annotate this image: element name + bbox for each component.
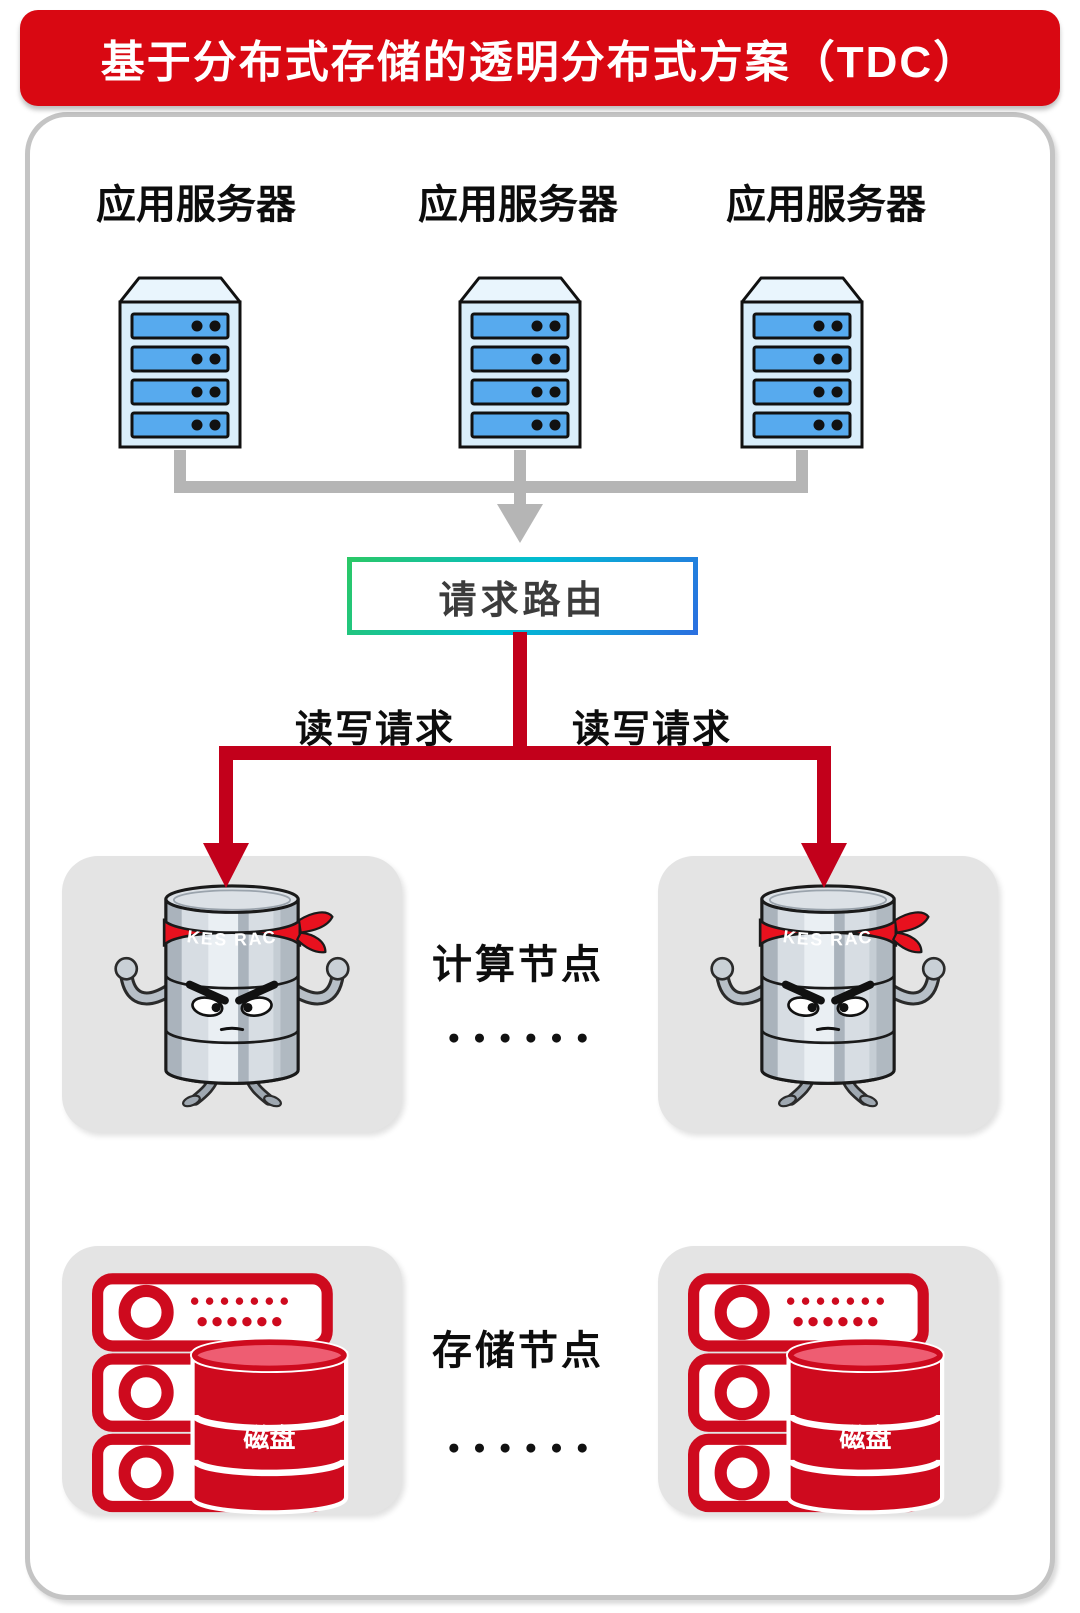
storage-rack-icon-1 bbox=[92, 1273, 372, 1516]
rw-request-label-right: 读写请求 bbox=[571, 709, 732, 751]
app-server-label-3: 应用服务器 bbox=[726, 183, 926, 227]
request-router-label: 请求路由 bbox=[438, 579, 607, 622]
kes-rac-mascot-icon-1 bbox=[91, 862, 373, 1109]
storage-node-1 bbox=[62, 1246, 402, 1514]
app-server-icon-1 bbox=[118, 274, 242, 450]
app-server-icon-3 bbox=[740, 274, 864, 450]
storage-rack-icon-2 bbox=[688, 1273, 968, 1516]
compute-node-2 bbox=[658, 856, 998, 1132]
rw-request-label-left: 读写请求 bbox=[294, 709, 455, 751]
title-banner: 基于分布式存储的透明分布式方案（TDC） bbox=[20, 10, 1060, 106]
app-server-icon-2 bbox=[458, 274, 582, 450]
compute-nodes-label: 计算节点 bbox=[432, 943, 604, 987]
storage-ellipsis: ●●●●●● bbox=[447, 1436, 602, 1459]
app-server-label-1: 应用服务器 bbox=[96, 183, 296, 227]
kes-rac-mascot-icon-2 bbox=[687, 862, 969, 1109]
storage-node-2 bbox=[658, 1246, 998, 1514]
storage-nodes-label: 存储节点 bbox=[432, 1329, 604, 1373]
compute-ellipsis: ●●●●●● bbox=[447, 1026, 602, 1049]
app-server-label-2: 应用服务器 bbox=[418, 183, 618, 227]
page-title: 基于分布式存储的透明分布式方案（TDC） bbox=[100, 38, 980, 87]
request-router-box: 请求路由 bbox=[347, 557, 698, 635]
compute-node-1 bbox=[62, 856, 402, 1132]
request-router-inner: 请求路由 bbox=[352, 562, 693, 630]
